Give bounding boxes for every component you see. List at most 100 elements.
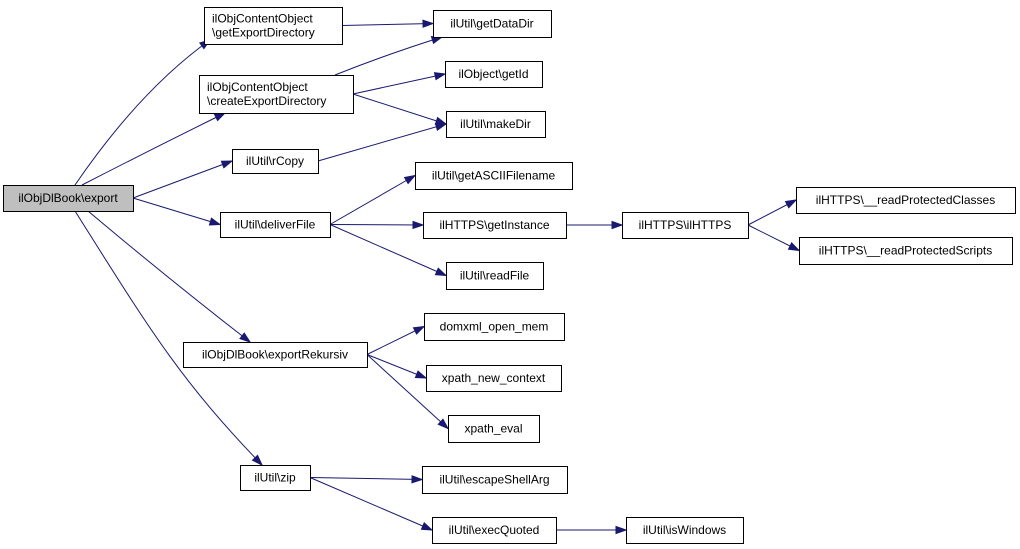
node-makeDir[interactable]: ilUtil\makeDir	[446, 111, 546, 138]
node-box	[199, 75, 354, 114]
arrowhead-ilHTTPS-to-readProtectedClasses	[784, 199, 798, 209]
node-box	[204, 7, 343, 45]
node-label: domxml_open_mem	[440, 320, 549, 334]
node-box	[446, 111, 546, 138]
node-getExportDirectory[interactable]: ilObjContentObject\getExportDirectory	[204, 7, 343, 45]
node-label: ilObjDlBook\export	[18, 191, 118, 205]
edge-export-to-createExportDirectory	[81, 112, 226, 186]
edges-layer	[74, 19, 801, 535]
node-box	[433, 10, 552, 38]
edge-createExportDirectory-to-makeDir	[352, 93, 447, 125]
arrowhead-export-to-createExportDirectory	[213, 112, 227, 122]
node-ilHTTPS[interactable]: ilHTTPS\ilHTTPS	[622, 212, 749, 239]
node-domxml_open_mem[interactable]: domxml_open_mem	[424, 313, 565, 341]
node-label: ilHTTPS\ilHTTPS	[639, 218, 732, 232]
edge-deliverFile-to-readFile	[329, 224, 447, 276]
node-label: ilUtil\makeDir	[460, 117, 531, 131]
node-label: xpath_new_context	[442, 371, 546, 385]
arrowhead-export-to-zip	[251, 454, 264, 467]
node-box	[796, 187, 1016, 214]
node-readProtectedClasses[interactable]: ilHTTPS\__readProtectedClasses	[796, 187, 1016, 214]
node-label: ilHTTPS\getInstance	[439, 218, 549, 232]
node-getASCIIFilename[interactable]: ilUtil\getASCIIFilename	[415, 162, 573, 190]
edge-export-to-zip	[74, 210, 263, 466]
arrowhead-createExportDirectory-to-getId	[433, 72, 447, 81]
node-label: ilUtil\readFile	[460, 269, 530, 283]
edge-getExportDirectory-to-getDataDir	[341, 23, 434, 26]
arrowhead-zip-to-escapeShellArg	[411, 475, 424, 484]
node-box	[426, 365, 562, 392]
node-label: ilUtil\rCopy	[246, 154, 304, 168]
node-label: ilHTTPS\__readProtectedClasses	[816, 193, 995, 207]
arrowhead-ilHTTPS-to-readProtectedScripts	[787, 242, 801, 252]
node-execQuoted[interactable]: ilUtil\execQuoted	[432, 517, 557, 544]
node-label: ilUtil\zip	[254, 471, 296, 485]
arrowhead-export-to-exportRekursiv	[239, 332, 252, 343]
arrowhead-getExportDirectory-to-getDataDir	[422, 19, 435, 28]
arrowhead-exportRekursiv-to-domxml_open_mem	[412, 325, 426, 335]
node-label: xpath_eval	[464, 422, 522, 436]
edge-deliverFile-to-getASCIIFilename	[329, 175, 416, 225]
node-label: ilObjContentObject\getExportDirectory	[212, 12, 315, 40]
arrowhead-export-to-deliverFile	[208, 217, 222, 226]
arrowhead-exportRekursiv-to-xpath_new_context	[414, 370, 428, 379]
arrowhead-deliverFile-to-getInstance	[412, 220, 425, 230]
node-label: ilUtil\execQuoted	[449, 523, 540, 537]
node-box	[220, 212, 331, 238]
node-readFile[interactable]: ilUtil\readFile	[446, 262, 544, 290]
node-exportRekursiv[interactable]: ilObjDlBook\exportRekursiv	[183, 342, 368, 368]
node-box	[445, 61, 543, 88]
node-isWindows[interactable]: ilUtil\isWindows	[626, 517, 744, 544]
node-rCopy[interactable]: ilUtil\rCopy	[232, 149, 319, 174]
node-box	[622, 212, 749, 239]
arrowhead-zip-to-execQuoted	[420, 521, 434, 531]
node-readProtectedScripts[interactable]: ilHTTPS\__readProtectedScripts	[799, 237, 1013, 265]
arrowhead-export-to-rCopy	[220, 160, 234, 169]
arrowhead-rCopy-to-makeDir	[434, 122, 448, 131]
node-label: ilObjDlBook\exportRekursiv	[202, 348, 348, 362]
node-getInstance[interactable]: ilHTTPS\getInstance	[423, 212, 567, 239]
node-box	[423, 212, 567, 239]
node-box	[422, 466, 568, 494]
arrowhead-exportRekursiv-to-xpath_eval	[437, 418, 450, 430]
edge-zip-to-execQuoted	[309, 477, 433, 531]
arrowhead-deliverFile-to-readFile	[434, 267, 448, 277]
node-box	[448, 415, 540, 443]
node-box	[415, 162, 573, 190]
edge-export-to-exportRekursiv	[87, 210, 251, 343]
node-label: ilUtil\isWindows	[643, 523, 726, 537]
node-xpath_eval[interactable]: xpath_eval	[448, 415, 540, 443]
node-box	[3, 185, 134, 212]
node-export[interactable]: ilObjDlBook\export	[3, 185, 134, 212]
node-box	[232, 149, 319, 174]
edge-createExportDirectory-to-getDataDir	[334, 36, 443, 76]
node-box	[424, 313, 565, 341]
node-zip[interactable]: ilUtil\zip	[240, 465, 311, 491]
edge-exportRekursiv-to-domxml_open_mem	[366, 326, 425, 355]
edge-export-to-deliverFile	[132, 197, 221, 225]
node-box	[799, 237, 1013, 265]
node-getDataDir[interactable]: ilUtil\getDataDir	[433, 10, 552, 38]
node-xpath_new_context[interactable]: xpath_new_context	[426, 365, 562, 392]
node-label: ilUtil\deliverFile	[235, 218, 316, 232]
node-label: ilUtil\escapeShellArg	[439, 473, 549, 487]
node-deliverFile[interactable]: ilUtil\deliverFile	[220, 212, 331, 238]
node-label: ilUtil\getASCIIFilename	[432, 169, 556, 183]
arrowhead-execQuoted-to-isWindows	[615, 525, 628, 535]
node-box	[626, 517, 744, 544]
arrowhead-deliverFile-to-getASCIIFilename	[403, 174, 417, 185]
node-label: ilUtil\getDataDir	[450, 17, 533, 31]
node-getId[interactable]: ilObject\getId	[445, 61, 543, 88]
nodes-layer: ilObjDlBook\export ilObjContentObject\get…	[3, 7, 1016, 544]
edge-zip-to-escapeShellArg	[309, 477, 423, 480]
arrowhead-getInstance-to-ilHTTPS	[611, 220, 624, 230]
edge-deliverFile-to-getInstance	[329, 224, 424, 226]
node-escapeShellArg[interactable]: ilUtil\escapeShellArg	[422, 466, 568, 494]
edge-exportRekursiv-to-xpath_new_context	[366, 354, 427, 379]
edge-rCopy-to-makeDir	[317, 123, 447, 162]
edge-export-to-getExportDirectory	[74, 39, 211, 186]
node-box	[432, 517, 557, 544]
node-createExportDirectory[interactable]: ilObjContentObject\createExportDirectory	[199, 75, 354, 114]
edge-createExportDirectory-to-getId	[352, 73, 446, 95]
